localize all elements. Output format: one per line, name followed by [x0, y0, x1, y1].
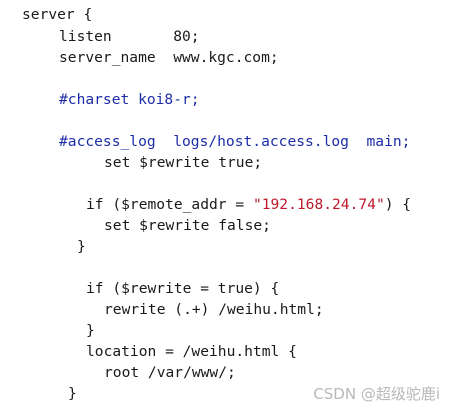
code-line: set $rewrite true; [104, 154, 263, 171]
code-line: set $rewrite false; [104, 217, 271, 234]
code-line: rewrite (.+) /weihu.html; [104, 301, 324, 318]
code-line: } [68, 385, 77, 402]
code-line: location = /weihu.html { [86, 343, 297, 360]
csdn-watermark: CSDN @超级驼鹿i [313, 385, 440, 403]
code-comment: #charset koi8-r; [59, 91, 200, 108]
code-line: server { [22, 6, 93, 23]
code-text: if ($remote_addr = [86, 196, 253, 213]
code-comment: #access_log logs/host.access.log main; [59, 133, 411, 150]
code-text: ) { [384, 196, 412, 213]
code-line: } [86, 322, 95, 339]
code-string: "192.168.24.74" [252, 196, 385, 213]
code-line: listen 80; [59, 28, 200, 45]
code-line: if ($rewrite = true) { [86, 280, 280, 297]
code-line: server_name www.kgc.com; [59, 49, 279, 66]
code-line: root /var/www/; [104, 364, 236, 381]
code-line: if ($remote_addr = "192.168.24.74") { [86, 195, 411, 215]
code-line: } [77, 238, 86, 255]
